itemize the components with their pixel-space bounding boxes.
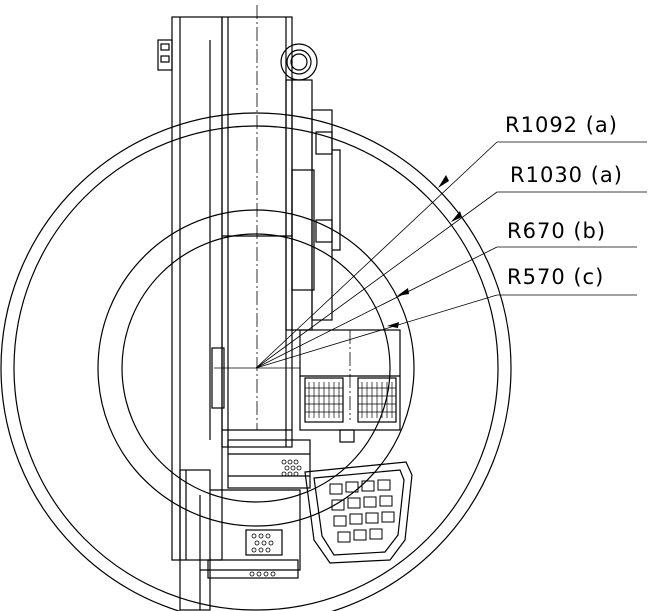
grille-left — [304, 377, 344, 423]
base-platform — [179, 439, 311, 611]
grille-hatching — [305, 382, 396, 418]
label-r1030: R1030 (a) — [510, 163, 623, 187]
circle-r1030 — [13, 125, 499, 611]
label-r570: R570 (c) — [507, 265, 604, 289]
circle-r570 — [121, 233, 391, 503]
main-column — [221, 5, 293, 448]
circle-r670 — [97, 209, 415, 527]
machine-frame — [157, 16, 223, 561]
leader-r670 — [255, 246, 498, 369]
grille-right — [357, 377, 397, 423]
lower-mechanism — [211, 329, 401, 443]
radius-circles — [0, 112, 512, 611]
circle-r1092-outer — [0, 112, 512, 611]
arrow-r1030 — [451, 211, 462, 222]
roller-support — [285, 79, 313, 331]
arrow-r570 — [387, 322, 399, 328]
leader-r570 — [255, 294, 498, 369]
radius-labels: R1092 (a) R1030 (a) R670 (b) R570 (c) — [505, 113, 623, 289]
leader-r1030 — [255, 191, 498, 369]
right-housing-panel — [311, 109, 333, 321]
hole-patterns — [249, 459, 302, 577]
label-r1092: R1092 (a) — [505, 113, 618, 137]
side-bracket — [157, 39, 173, 71]
pedal-grid — [329, 479, 395, 543]
base-leg-left — [179, 469, 211, 611]
pedal-outline — [304, 461, 413, 564]
foot-pedal — [304, 461, 413, 564]
arrow-r1092 — [438, 175, 449, 188]
label-r670: R670 (b) — [507, 219, 606, 243]
right-housing — [291, 109, 341, 321]
base-frame — [199, 489, 301, 610]
base-step — [227, 439, 311, 489]
arrow-r670 — [397, 288, 409, 296]
